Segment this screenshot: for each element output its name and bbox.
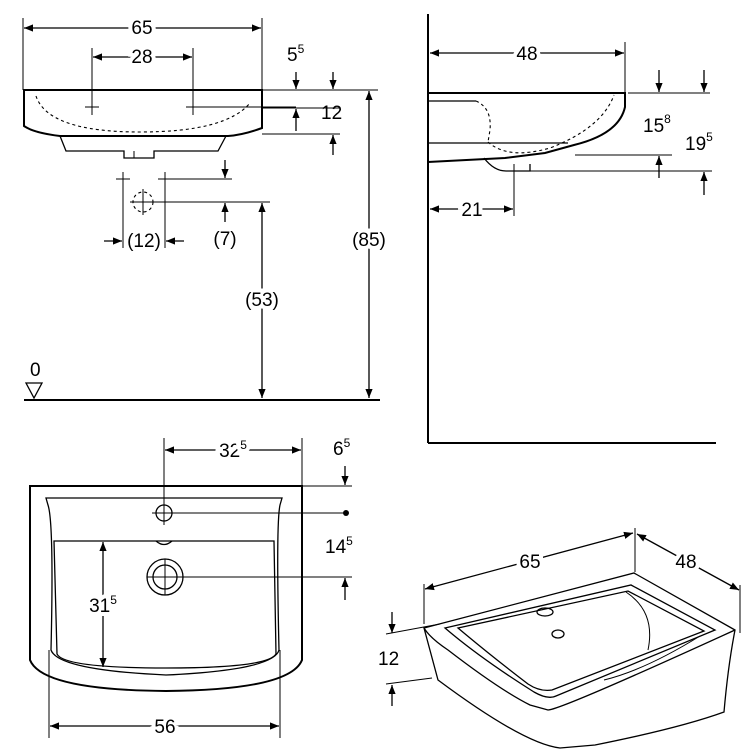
- tap-hole-icon: [152, 501, 176, 525]
- tap-hole-mark-right: [186, 100, 200, 114]
- waste-fitting-marks: [116, 172, 172, 215]
- front-basin-body: [23, 89, 263, 137]
- drain-distance-label: 145: [325, 534, 353, 558]
- side-depth-label: 48: [516, 44, 537, 65]
- iso-depth-label: 48: [675, 552, 696, 573]
- floor-level-label: 0: [30, 360, 41, 381]
- rim-height-label: (85): [352, 230, 386, 251]
- bowl-width-label: 56: [154, 717, 175, 738]
- isometric-view: 65 48 12: [378, 528, 741, 749]
- iso-basin-body: [423, 572, 736, 749]
- floor-level-icon: [24, 382, 44, 400]
- tap-spacing-label: 28: [131, 47, 152, 68]
- anchor-height-label: 12: [321, 103, 342, 124]
- top-basin-body: [29, 485, 303, 693]
- drain-icon: [146, 558, 184, 596]
- front-view: 65 28 55 12: [22, 14, 390, 401]
- bowl-depth-label: 315: [89, 593, 117, 617]
- waste-height-label: (53): [245, 290, 279, 311]
- tap-hole-mark-left: [85, 100, 99, 114]
- outlet-distance-label: 21: [461, 200, 482, 221]
- rim-thickness-label: 55: [287, 42, 305, 66]
- side-basin-body: [427, 92, 626, 163]
- iso-height-label: 12: [378, 649, 399, 670]
- side-view: 48 158 195 21: [427, 14, 716, 444]
- side-height-1-label: 158: [643, 112, 671, 137]
- iso-drain-icon: [551, 629, 565, 639]
- taphole-depth-label: 65: [333, 436, 351, 460]
- taphole-offset-label: 325: [219, 438, 247, 462]
- iso-tap-hole-icon: [536, 607, 554, 617]
- iso-width-label: 65: [519, 552, 540, 573]
- waste-offset-label: (7): [213, 229, 236, 250]
- top-view: 325 65 145 315: [29, 434, 353, 742]
- front-width-label: 65: [131, 18, 152, 39]
- side-height-2-label: 195: [685, 130, 713, 155]
- waste-spacing-label: (12): [127, 231, 161, 252]
